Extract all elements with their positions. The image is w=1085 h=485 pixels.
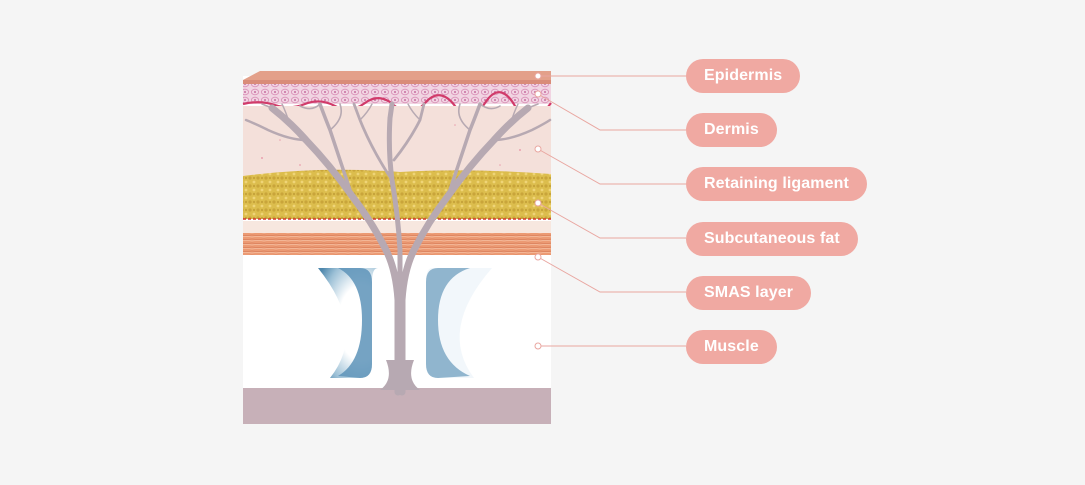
- leader-dots: [534, 72, 542, 350]
- dermis-layer: [243, 106, 551, 176]
- label-dermis: Dermis: [686, 113, 777, 147]
- muscle-void-right-shade: [426, 268, 470, 378]
- dermis-speckles: [261, 124, 521, 166]
- dot-muscle: [534, 342, 542, 350]
- label-subcutaneous-fat: Subcutaneous fat: [686, 222, 858, 256]
- label-epidermis: Epidermis: [686, 59, 801, 93]
- leader-line-dermis: [537, 93, 686, 131]
- leader-lines: [537, 75, 686, 347]
- cell-layer: [243, 84, 551, 104]
- epidermis-layer: [243, 71, 551, 82]
- fat-layer: [243, 169, 551, 219]
- dot-smas: [534, 253, 542, 261]
- label-retaining-ligament: Retaining ligament: [686, 167, 867, 201]
- leader-line-subcut: [537, 202, 686, 239]
- retaining-ligament-tree: [244, 101, 552, 396]
- dot-retaining: [534, 145, 542, 153]
- smas-layer: [243, 233, 551, 255]
- leader-line-smas: [537, 256, 686, 293]
- dot-dermis: [534, 90, 542, 98]
- ligament-root: [380, 360, 420, 390]
- dot-epidermis: [534, 72, 542, 80]
- label-smas-layer: SMAS layer: [686, 276, 812, 310]
- dot-subcut: [534, 199, 542, 207]
- muscle-void-left-shade: [338, 268, 372, 378]
- leader-line-retaining: [537, 148, 686, 185]
- label-muscle: Muscle: [686, 330, 777, 364]
- epidermis-edge: [243, 80, 551, 84]
